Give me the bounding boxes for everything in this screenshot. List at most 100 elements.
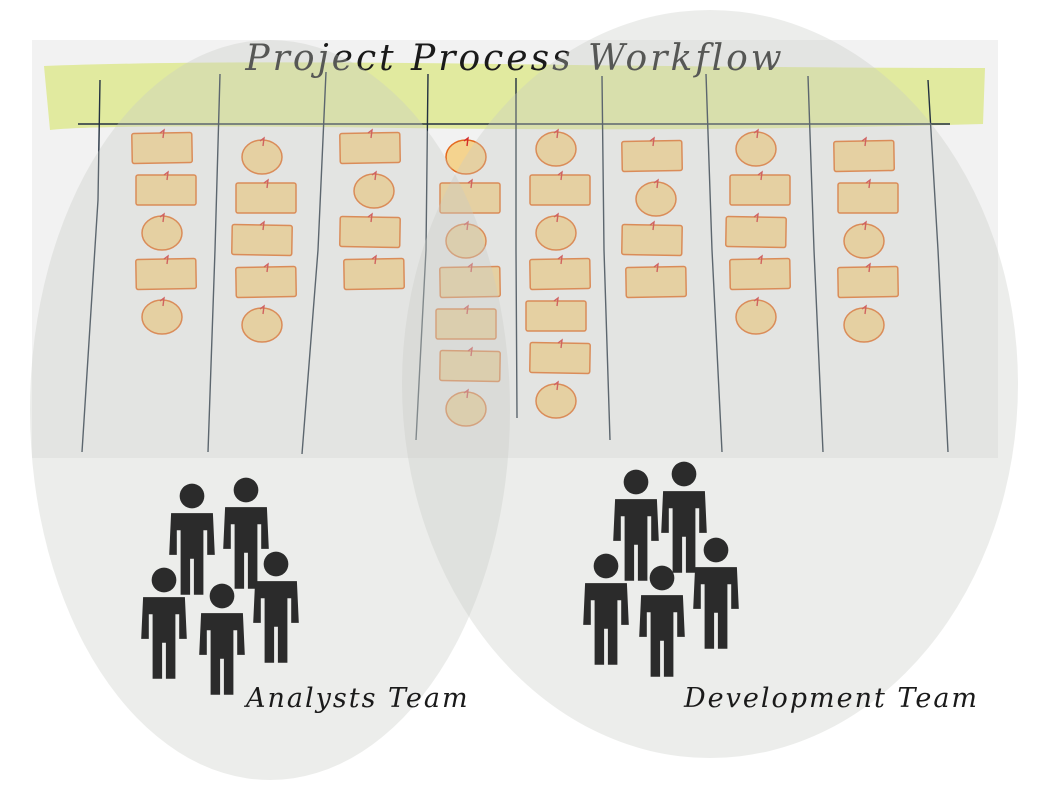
pin-icon xyxy=(653,178,659,189)
card xyxy=(231,220,293,257)
lane-divider xyxy=(81,79,101,453)
card xyxy=(141,296,183,335)
pin-icon xyxy=(557,254,563,265)
cards-layer xyxy=(131,128,899,427)
pin-icon xyxy=(463,220,469,231)
card xyxy=(625,262,687,299)
pin-icon xyxy=(865,262,871,273)
card xyxy=(235,178,297,214)
card xyxy=(635,178,677,217)
pin-icon xyxy=(467,346,473,357)
lane-divider xyxy=(601,75,611,441)
card xyxy=(535,128,577,167)
card xyxy=(445,388,487,427)
card xyxy=(353,170,395,209)
pin-icon xyxy=(557,170,563,181)
person-icon xyxy=(223,477,269,589)
card xyxy=(439,346,501,383)
pin-icon xyxy=(263,178,269,189)
lane-divider xyxy=(515,78,518,419)
card xyxy=(843,304,885,343)
card xyxy=(735,128,777,167)
card xyxy=(339,212,401,249)
card xyxy=(529,254,591,291)
pin-icon xyxy=(653,262,659,273)
person-icon xyxy=(253,551,299,663)
card xyxy=(445,220,487,259)
lane-lines xyxy=(78,71,950,455)
card xyxy=(837,262,899,299)
diagram-title: Project Process Workflow xyxy=(244,38,784,79)
card xyxy=(435,304,497,340)
person-icon xyxy=(199,583,245,695)
card xyxy=(621,220,683,257)
card xyxy=(339,128,401,165)
card xyxy=(621,136,683,173)
development-team-label: Development Team xyxy=(683,683,979,714)
card xyxy=(729,170,791,206)
pin-icon xyxy=(467,262,473,273)
pin-icon xyxy=(371,170,377,181)
pin-icon xyxy=(463,136,469,147)
lane-divider xyxy=(301,71,327,455)
pin-icon xyxy=(553,296,559,307)
card xyxy=(837,178,899,214)
pin-icon xyxy=(259,136,265,147)
card xyxy=(241,136,283,175)
card xyxy=(235,262,297,299)
card xyxy=(135,170,197,206)
pin-icon xyxy=(865,178,871,189)
card xyxy=(833,136,895,173)
pin-icon xyxy=(757,170,763,181)
pin-icon xyxy=(163,170,169,181)
pin-icon xyxy=(463,388,469,399)
card xyxy=(529,338,591,375)
pin-icon xyxy=(263,262,269,273)
card xyxy=(131,128,193,165)
pin-icon xyxy=(367,212,373,223)
pin-icon xyxy=(553,128,559,139)
pin-icon xyxy=(259,304,265,315)
pin-icon xyxy=(371,254,377,265)
card xyxy=(439,262,501,299)
card xyxy=(241,304,283,343)
card xyxy=(439,178,501,214)
card xyxy=(535,212,577,251)
pin-icon xyxy=(757,254,763,265)
pin-icon xyxy=(159,212,165,223)
pin-icon xyxy=(557,338,563,349)
pin-icon xyxy=(649,136,655,147)
pin-icon xyxy=(861,136,867,147)
person-icon xyxy=(141,567,187,679)
lane-divider xyxy=(705,73,723,453)
analysts-team-ellipse xyxy=(30,40,510,780)
pin-icon xyxy=(159,128,165,139)
pin-icon xyxy=(467,178,473,189)
card xyxy=(135,254,197,291)
pin-icon xyxy=(553,380,559,391)
card xyxy=(725,212,787,249)
card xyxy=(729,254,791,291)
card xyxy=(529,170,591,206)
card xyxy=(343,254,405,291)
pin-icon xyxy=(753,296,759,307)
header-band xyxy=(44,62,985,130)
card xyxy=(735,296,777,335)
pin-icon xyxy=(753,128,759,139)
pin-icon xyxy=(649,220,655,231)
analysts-team-label: Analysts Team xyxy=(243,683,470,714)
pin-icon xyxy=(163,254,169,265)
card xyxy=(445,136,487,175)
pin-icon xyxy=(159,296,165,307)
person-icon xyxy=(169,483,215,595)
pin-icon xyxy=(753,212,759,223)
pin-icon xyxy=(367,128,373,139)
lane-divider xyxy=(415,73,429,441)
pin-icon xyxy=(861,220,867,231)
pin-icon xyxy=(553,212,559,223)
development-team-ellipse xyxy=(402,10,1018,758)
lane-divider xyxy=(927,79,949,453)
pin-icon xyxy=(463,304,469,315)
pin-icon xyxy=(259,220,265,231)
